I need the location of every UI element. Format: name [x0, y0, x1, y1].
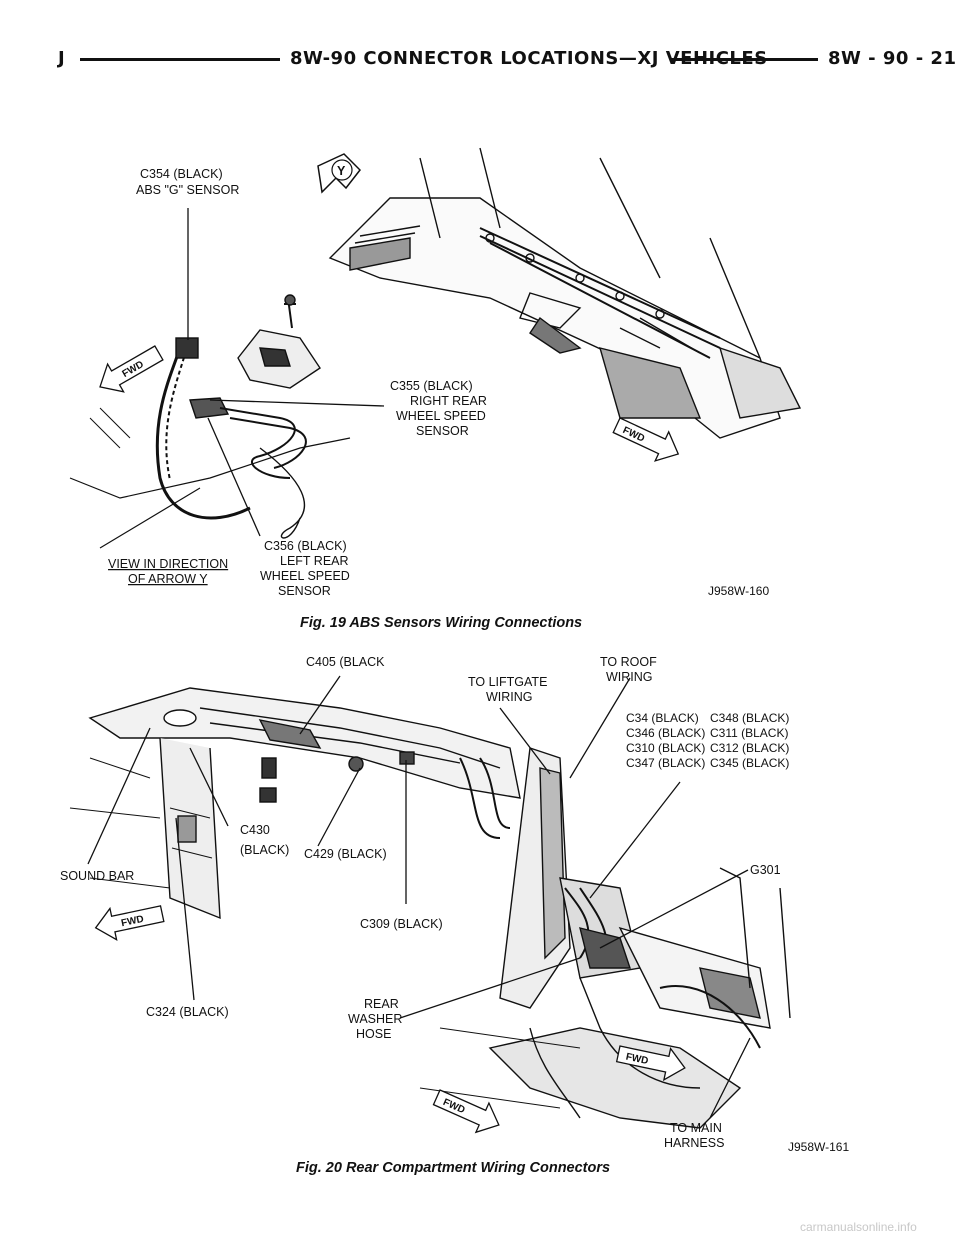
sound-bar-label: SOUND BAR — [60, 869, 134, 883]
washer-label: REAR — [364, 997, 399, 1011]
watermark-footer: carmanualsonline.info — [800, 1220, 917, 1234]
main-harness-label: TO MAIN — [670, 1121, 722, 1135]
fwd-arrow-icon: FWD — [612, 417, 680, 462]
fwd-label-left-2: FWD — [120, 914, 145, 929]
c355-label: C355 (BLACK) — [390, 379, 473, 393]
figure-20-rear-compartment: FWD FWD FWD — [60, 648, 840, 1148]
arrow-y-icon: Y — [317, 153, 361, 194]
roof-label: TO ROOF — [600, 655, 657, 669]
c429-label: C429 (BLACK) — [304, 847, 387, 861]
arrow-y-letter: Y — [337, 164, 346, 178]
c354-label-2: ABS "G" SENSOR — [136, 183, 239, 197]
liftgate-label: TO LIFTGATE — [468, 675, 547, 689]
fwd-arrow-bottom-icon: FWD — [432, 1089, 500, 1134]
header-rule-right — [670, 58, 818, 61]
grp-left-1: C34 (BLACK) — [626, 711, 699, 725]
fwd-arrow-left-icon-2: FWD — [94, 905, 165, 942]
washer-label-3: HOSE — [356, 1027, 391, 1041]
main-harness-label-2: HARNESS — [664, 1136, 724, 1148]
fwd-arrow-lower-icon: FWD — [615, 1045, 686, 1082]
grp-left-3: C310 (BLACK) — [626, 741, 705, 755]
rear-quarter-illustration — [419, 747, 791, 1129]
c355-label-2: RIGHT REAR — [410, 394, 487, 408]
c354-label: C354 (BLACK) — [140, 167, 223, 181]
header-rule-left — [80, 58, 280, 61]
fwd-arrow-left-icon: FWD — [99, 345, 164, 393]
figure-20-caption: Fig. 20 Rear Compartment Wiring Connecto… — [296, 1160, 611, 1176]
c356-label: C356 (BLACK) — [264, 539, 347, 553]
grp-left-4: C347 (BLACK) — [626, 756, 705, 770]
page-header: J 8W-90 CONNECTOR LOCATIONS—XJ VEHICLES … — [58, 46, 956, 72]
view-direction-label: VIEW IN DIRECTION — [108, 557, 228, 571]
view-direction-label-2: OF ARROW Y — [128, 572, 208, 586]
fwd-label-lower: FWD — [625, 1052, 650, 1067]
figure-19-drawing: Y FWD FWD — [69, 147, 802, 598]
c430-label-2: (BLACK) — [240, 843, 289, 857]
header-letter: J — [58, 48, 66, 69]
c356-label-4: SENSOR — [278, 584, 331, 598]
c309-label: C309 (BLACK) — [360, 917, 443, 931]
grp-right-3: C312 (BLACK) — [710, 741, 789, 755]
sensor-cluster-illustration — [69, 294, 351, 549]
figure-19-caption: Fig. 19 ABS Sensors Wiring Connections — [300, 615, 583, 631]
header-page-number: 8W - 90 - 21 — [828, 48, 957, 69]
vehicle-body-illustration — [328, 147, 802, 439]
leader-lines-2 — [87, 675, 751, 1119]
c356-label-2: LEFT REAR — [280, 554, 349, 568]
figure-19-abs-sensors: Y FWD FWD — [60, 118, 820, 608]
c324-label: C324 (BLACK) — [146, 1005, 229, 1019]
roof-label-2: WIRING — [606, 670, 653, 684]
c355-label-4: SENSOR — [416, 424, 469, 438]
header-title: 8W-90 CONNECTOR LOCATIONS—XJ VEHICLES — [290, 48, 768, 69]
liftgate-label-2: WIRING — [486, 690, 533, 704]
figure-20-code: J958W-161 — [788, 1140, 850, 1154]
figure-19-code: J958W-160 — [708, 584, 770, 598]
figure-20-drawing: FWD FWD FWD — [60, 655, 791, 1148]
c430-label: C430 — [240, 823, 270, 837]
grp-right-1: C348 (BLACK) — [710, 711, 789, 725]
washer-label-2: WASHER — [348, 1012, 402, 1026]
c405-label: C405 (BLACK — [306, 655, 385, 669]
leader-lines — [187, 208, 385, 537]
sound-bar-illustration — [69, 687, 521, 920]
c356-label-3: WHEEL SPEED — [260, 569, 350, 583]
grp-right-4: C345 (BLACK) — [710, 756, 789, 770]
g301-label: G301 — [750, 863, 781, 877]
grp-right-2: C311 (BLACK) — [710, 726, 788, 740]
c355-label-3: WHEEL SPEED — [396, 409, 486, 423]
grp-left-2: C346 (BLACK) — [626, 726, 705, 740]
